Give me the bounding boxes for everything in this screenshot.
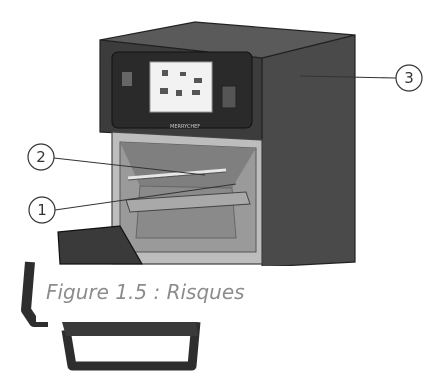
usb-port: [221, 85, 237, 109]
cavity-ceiling: [120, 142, 256, 188]
callout-2-line: [53, 157, 206, 176]
figure-caption: Figure 1.5 : Risques: [46, 280, 245, 304]
callout-2-number: 2: [36, 148, 46, 166]
door-handle-left: [21, 261, 48, 327]
brand-label: MERRYCHEF: [170, 124, 200, 130]
oven-side-panel: [261, 34, 356, 268]
callout-2-circle: [27, 143, 55, 171]
callout-3-line: [299, 75, 397, 79]
door-handle-bottom: [61, 321, 201, 371]
callout-1-number: 1: [37, 201, 47, 219]
open-door: [57, 225, 144, 265]
touch-screen: [149, 61, 213, 113]
cooking-tray: [125, 191, 251, 213]
caption-background: [36, 266, 440, 322]
callout-3-number: 3: [404, 69, 414, 87]
heating-element: [127, 168, 227, 180]
power-button: [122, 72, 132, 86]
door-edge: [62, 322, 198, 336]
callout-3-circle: [395, 64, 423, 92]
callout-1-line: [54, 183, 237, 211]
callout-1-circle: [28, 196, 56, 224]
